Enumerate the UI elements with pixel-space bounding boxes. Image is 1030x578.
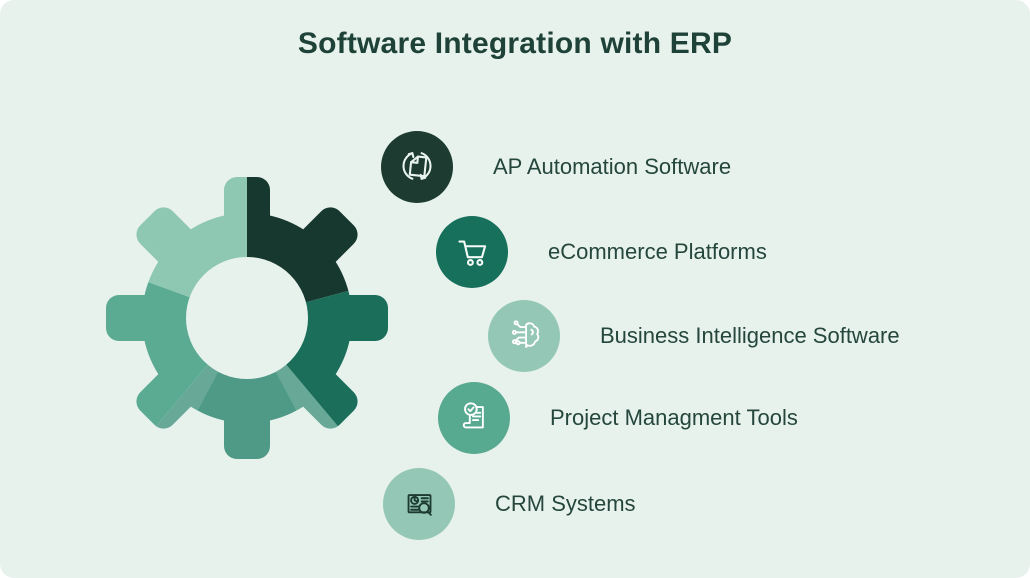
- list-item-ap-automation: AP Automation Software: [381, 131, 731, 203]
- page-title: Software Integration with ERP: [297, 27, 733, 60]
- crm-report-search-icon: [383, 468, 455, 540]
- document-sync-icon: [381, 131, 453, 203]
- shopping-cart-icon: [436, 216, 508, 288]
- list-item-label: AP Automation Software: [493, 154, 732, 179]
- list-item-label: Business Intelligence Software: [600, 323, 900, 348]
- list-item-crm: CRM Systems: [383, 468, 636, 540]
- list-item-label: CRM Systems: [495, 491, 636, 516]
- erp-gear-graphic: [97, 168, 397, 468]
- gear-hole: [186, 257, 308, 379]
- gear-segment-bottom: [150, 318, 344, 468]
- list-item-business-intelligence: Business Intelligence Software: [488, 300, 900, 372]
- list-item-label: eCommerce Platforms: [548, 239, 767, 264]
- list-item-project-management: Project Managment Tools: [438, 382, 798, 454]
- brain-circuit-icon: [488, 300, 560, 372]
- list-item-ecommerce: eCommerce Platforms: [436, 216, 767, 288]
- list-item-label: Project Managment Tools: [550, 405, 798, 430]
- checklist-scroll-icon: [438, 382, 510, 454]
